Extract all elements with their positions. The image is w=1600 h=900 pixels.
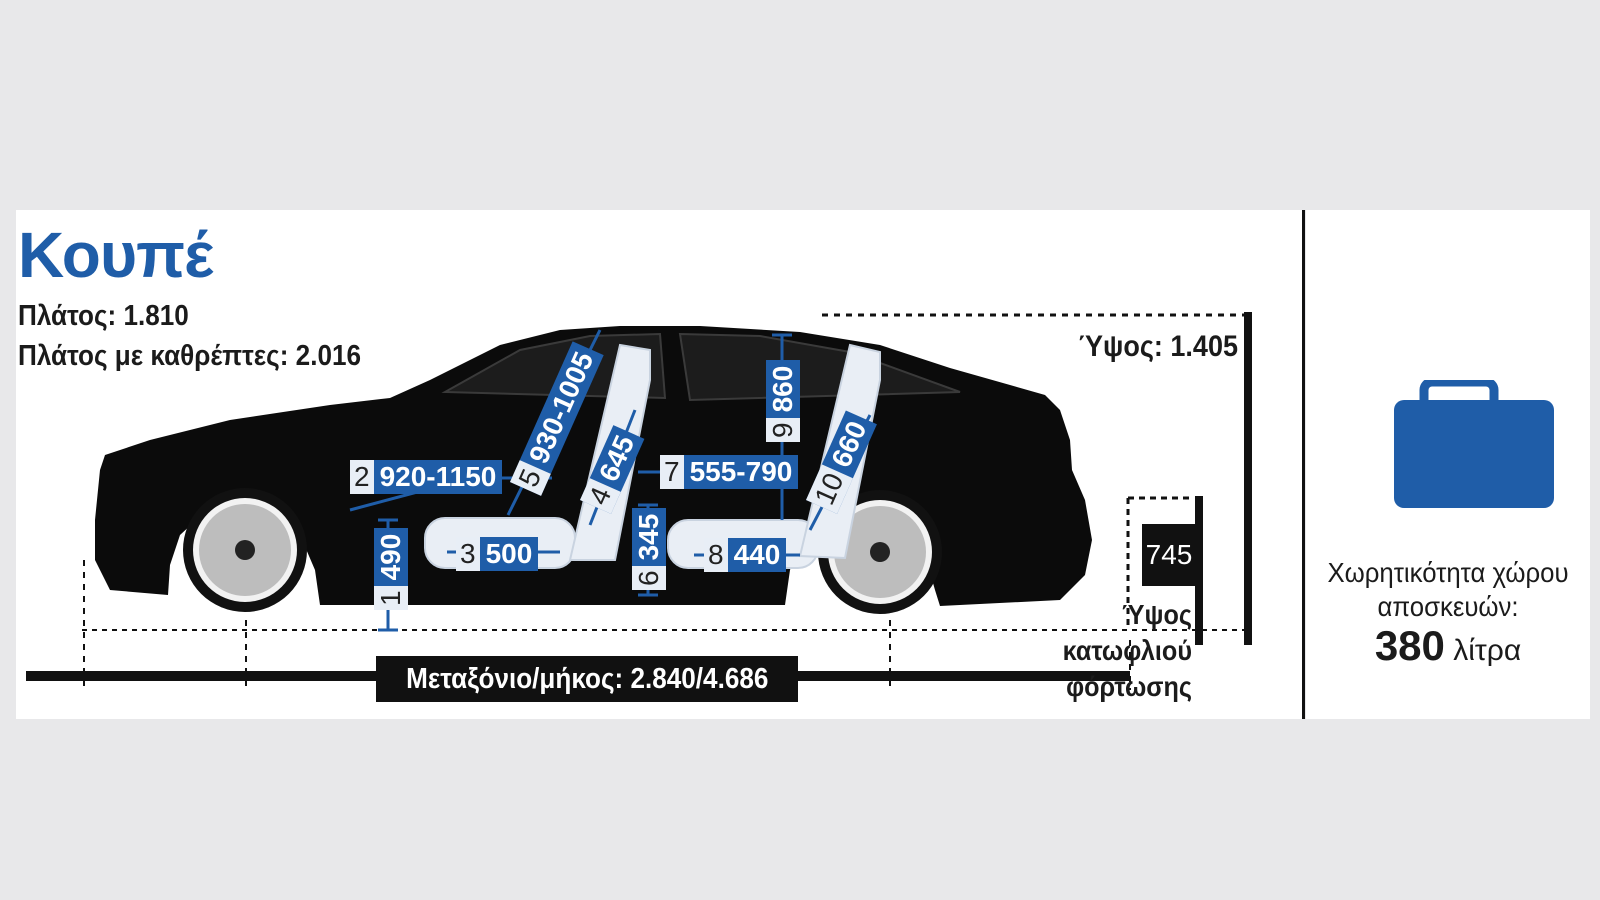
measurement-index: 2: [350, 460, 374, 494]
luggage-caption-line1: Χωρητικότητα χώρου: [1327, 557, 1569, 588]
measurement-2: 2 920-1150: [350, 460, 503, 494]
sill-height-label: Ύψος κατωφλιού φόρτωσης: [989, 597, 1192, 705]
measurement-value: 440: [733, 539, 781, 570]
luggage-volume: 380 λίτρα: [1306, 622, 1590, 670]
measurement-value: 345: [633, 513, 664, 561]
measurement-value: 500: [485, 538, 533, 569]
luggage-caption: Χωρητικότητα χώρου αποσκευών:: [1306, 556, 1590, 624]
length-label: Μεταξόνιο/μήκος: 2.840/4.686: [405, 663, 769, 695]
measurement-1: 1 490: [374, 527, 408, 610]
measurement-7: 7 555-790: [660, 455, 799, 489]
width-label: Πλάτος: 1.810: [18, 300, 189, 332]
sill-height-line2: φόρτωσης: [1066, 671, 1192, 702]
suitcase-icon: [1394, 380, 1554, 508]
length-label-box: Μεταξόνιο/μήκος: 2.840/4.686: [376, 656, 798, 702]
measurement-value: 555-790: [689, 456, 793, 487]
height-label: Ύψος: 1.405: [1078, 330, 1238, 363]
measurement-9: 9 860: [766, 359, 800, 442]
sill-height-value: 745: [1142, 524, 1196, 586]
front-wheel: [183, 488, 307, 612]
page-title: Κουπέ: [18, 219, 213, 291]
measurement-index: 3: [456, 537, 480, 571]
measurement-value: 860: [767, 365, 798, 413]
measurement-index: 9: [766, 418, 800, 442]
measurement-6: 6 345: [632, 507, 666, 590]
measurement-index: 1: [374, 586, 408, 610]
luggage-volume-value: 380: [1374, 622, 1445, 669]
measurement-value: 920-1150: [379, 461, 497, 492]
measurement-value: 490: [375, 533, 406, 581]
luggage-caption-line2: αποσκευών:: [1377, 591, 1519, 622]
luggage-volume-unit: λίτρα: [1453, 634, 1522, 667]
measurement-index: 8: [704, 538, 728, 572]
measurement-index: 6: [632, 566, 666, 590]
measurement-3: 3 500: [456, 537, 539, 571]
measurement-index: 7: [660, 455, 684, 489]
measurement-8: 8 440: [704, 538, 787, 572]
width-mirrors-label: Πλάτος με καθρέπτες: 2.016: [18, 340, 361, 372]
panel-divider: [1302, 210, 1305, 719]
sill-height-line1: Ύψος κατωφλιού: [1062, 599, 1192, 666]
